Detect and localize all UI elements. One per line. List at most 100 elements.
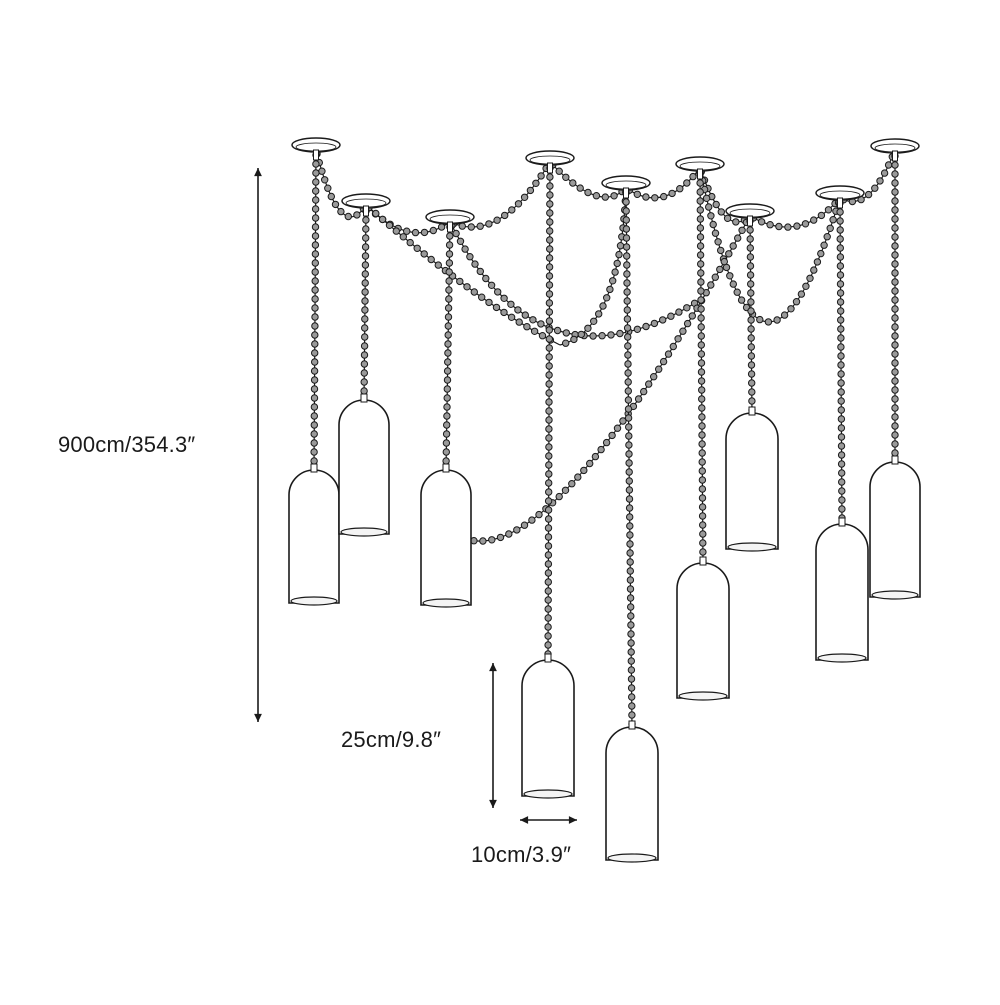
drop-chain-6-link (698, 413, 706, 421)
swag-chain-12-link (568, 480, 576, 488)
drop-chain-5-link (626, 531, 634, 539)
swag-chain-13-link (606, 285, 614, 294)
swag-chain-5-link (642, 193, 650, 201)
swag-chain-13-link (616, 242, 625, 250)
swag-chain-10-link (500, 294, 508, 302)
drop-chain-3-link (446, 232, 454, 240)
swag-chain-12-link (650, 373, 658, 381)
drop-chain-9-link (891, 242, 899, 250)
shade-cap (628, 720, 636, 730)
drop-chain-4-link (546, 182, 554, 190)
swag-chain-5-link (668, 189, 676, 198)
drop-chain-5-link (627, 630, 635, 638)
drop-chain-5-link (625, 495, 634, 503)
drop-chain-5-link (627, 612, 635, 620)
shade-body (420, 469, 472, 606)
swag-chain-12-link (580, 466, 588, 475)
drop-chain-8-link (837, 397, 845, 405)
drop-chain-5-link (627, 639, 635, 647)
shade-opening (340, 527, 388, 537)
drop-chain-1-link (311, 268, 319, 276)
swag-chain-11-link (810, 266, 818, 274)
drop-chain-1-link (311, 331, 319, 339)
swag-chain-12-link (608, 431, 616, 440)
swag-chain-10-link (452, 229, 460, 238)
swag-chain-9 (365, 203, 561, 346)
drop-chain-6-link (697, 305, 705, 313)
swag-chain-10-link (683, 304, 691, 312)
swag-chain-9-link (378, 215, 387, 224)
drop-chain-8-link (836, 289, 845, 297)
swag-chain-7-link (793, 222, 801, 230)
drop-chain-7 (746, 216, 756, 414)
drop-chain-3-link (445, 250, 454, 258)
swag-chain-12-link (535, 510, 543, 519)
drop-chain-8-link (838, 487, 846, 495)
shade-height-arrow-head (489, 799, 497, 808)
swag-chain-11-link (817, 249, 825, 258)
drop-chain-8-link (837, 316, 845, 324)
drop-chain-5-link (624, 405, 633, 413)
drop-chain-8-link (836, 271, 845, 279)
swag-chain-10-link (537, 320, 545, 328)
drop-chain-7-link (747, 325, 755, 333)
swag-chain-1-link (337, 207, 345, 216)
drop-chain-4-link (545, 362, 553, 370)
drop-chain-6-link (699, 539, 707, 547)
drop-chain-4-link (545, 416, 553, 424)
drop-chain-2-link (361, 333, 369, 341)
swag-chain-9-link (478, 293, 486, 301)
drop-chain-4-link (544, 569, 553, 577)
drop-chain-1-link (312, 187, 320, 195)
drop-chain-8-link (837, 352, 845, 360)
drop-chain-6-link (696, 251, 705, 259)
drop-chain-8-link (836, 244, 844, 252)
drop-chain-4-link (545, 461, 553, 469)
swag-chain-13-link (562, 339, 570, 347)
drop-chain-9-link (891, 278, 899, 286)
swag-chain-10-link (466, 253, 474, 261)
shade-height-label: 25cm/9.8″ (341, 727, 442, 752)
swag-chain-13-link (584, 324, 592, 332)
swag-chain-5-link (660, 192, 668, 201)
swag-chain-12-link (528, 516, 536, 524)
swag-chain-3-link (532, 179, 540, 188)
drop-chain-4-link (545, 299, 554, 307)
drop-chain-8-link (836, 253, 845, 261)
drop-chain-8-link (837, 442, 846, 450)
swag-chain-12-link (688, 312, 696, 320)
drop-chain-5-link (623, 324, 632, 332)
drop-chain-4-link (546, 227, 554, 235)
drop-chain-6-link (698, 494, 707, 502)
drop-chain-5-link (626, 522, 634, 530)
drop-chain-5-link (622, 216, 630, 224)
drop-chain-8-link (837, 307, 845, 315)
canopy-stem (363, 205, 369, 217)
drop-chain-6-link (697, 296, 705, 304)
drop-chain-5-link (626, 558, 634, 566)
swag-chain-9-link (463, 283, 471, 291)
drop-chain-3-link (445, 259, 454, 267)
ceiling-canopy-icon (675, 156, 725, 180)
shade-cap (360, 393, 368, 403)
swag-chain-9-link (456, 277, 464, 286)
swag-chain-7-link (817, 211, 826, 220)
swag-chain-6-link (732, 218, 740, 226)
drop-chain-2-link (361, 306, 369, 314)
swag-chain-9-link (420, 250, 428, 258)
swag-chain-11-link (726, 272, 734, 280)
drop-chain-3-link (445, 277, 453, 285)
drop-chain-5-link (627, 657, 635, 665)
drop-chain-1-link (311, 358, 319, 366)
drop-chain-2-link (360, 378, 368, 386)
drop-chain-9 (891, 152, 899, 462)
swag-chain-13-link (590, 317, 598, 325)
swag-chain-13-link (577, 330, 585, 339)
drop-chain-3-link (442, 439, 451, 447)
drop-chain-7-link (748, 379, 756, 387)
swag-chain-10-link (507, 300, 515, 308)
drop-chain-7-link (746, 262, 755, 270)
swag-chain-13-link (609, 277, 617, 285)
swag-chain-3-link (476, 222, 484, 230)
swag-chain-10-link (598, 332, 606, 340)
